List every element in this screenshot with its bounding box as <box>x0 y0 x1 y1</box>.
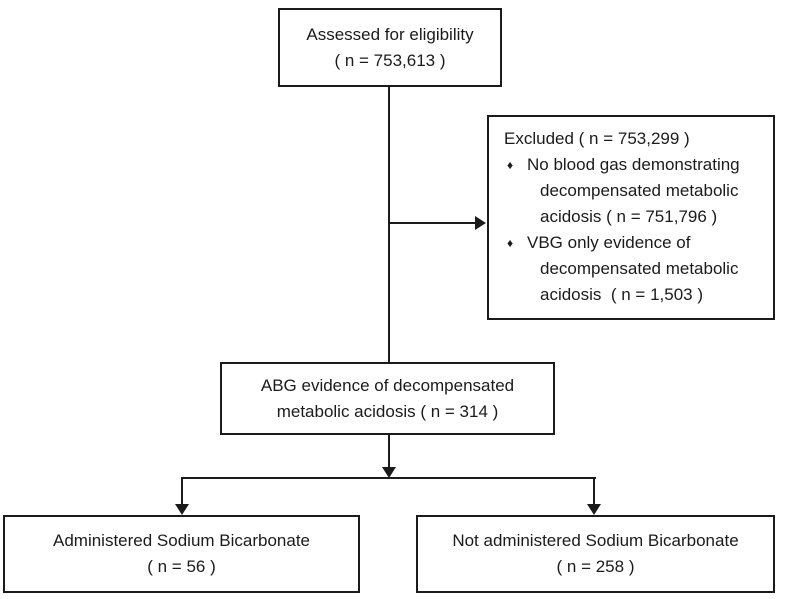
excluded-content: Excluded ( n = 753,299 ) ♦ No blood gas … <box>489 117 773 308</box>
abg-text-line1: ABG evidence of decompensated <box>260 375 515 395</box>
bullet-text-line: acidosis ( n = 751,796 ) <box>540 207 718 226</box>
branch-line <box>181 477 596 479</box>
administered-text-line1: Administered Sodium Bicarbonate <box>52 531 311 550</box>
bullet-text-line: acidosis ( n = 1,503 ) <box>540 285 704 304</box>
assessed-text-line2: ( n = 753,613 ) <box>334 50 446 70</box>
arrowhead-excluded-icon <box>475 216 486 230</box>
bullet-text-line: No blood gas demonstrating <box>527 155 740 174</box>
excluded-bullet-2: ♦ VBG only evidence of decompensated met… <box>504 230 765 308</box>
connector-assessed-to-abg <box>388 87 390 362</box>
not-administered-text-line1: Not administered Sodium Bicarbonate <box>452 531 739 550</box>
arrowhead-not-administered-icon <box>587 504 601 515</box>
excluded-bullet-2-lines: VBG only evidence of decompensated metab… <box>527 230 765 308</box>
abg-text-line2: metabolic acidosis ( n = 314 ) <box>276 401 499 421</box>
connector-branch-to-administered <box>181 477 183 505</box>
assessed-text-line1: Assessed for eligibility <box>306 24 474 44</box>
box-administered-bicarbonate: Administered Sodium Bicarbonate ( n = 56… <box>3 515 360 593</box>
bullet-text-line: VBG only evidence of <box>527 233 691 252</box>
not-administered-text-line2: ( n = 258 ) <box>556 557 635 576</box>
box-excluded: Excluded ( n = 753,299 ) ♦ No blood gas … <box>487 115 775 320</box>
box-abg-evidence: ABG evidence of decompensated metabolic … <box>220 362 555 435</box>
connector-branch-to-not-administered <box>593 477 595 505</box>
connector-to-excluded <box>389 222 477 224</box>
excluded-bullet-1: ♦ No blood gas demonstrating decompensat… <box>504 152 765 230</box>
bullet-text-line: decompensated metabolic <box>540 181 739 200</box>
arrowhead-administered-icon <box>175 504 189 515</box>
bullet-text-line: decompensated metabolic <box>540 259 739 278</box>
arrowhead-branch-icon <box>382 467 396 478</box>
excluded-bullet-1-lines: No blood gas demonstrating decompensated… <box>527 152 765 230</box>
diamond-bullet-icon: ♦ <box>507 236 514 250</box>
box-not-administered-bicarbonate: Not administered Sodium Bicarbonate ( n … <box>416 515 775 593</box>
excluded-title: Excluded ( n = 753,299 ) <box>504 129 690 148</box>
administered-text-line2: ( n = 56 ) <box>147 557 216 576</box>
diamond-bullet-icon: ♦ <box>507 158 514 172</box>
box-assessed-eligibility: Assessed for eligibility ( n = 753,613 ) <box>278 8 502 87</box>
connector-abg-to-branch <box>388 435 390 468</box>
